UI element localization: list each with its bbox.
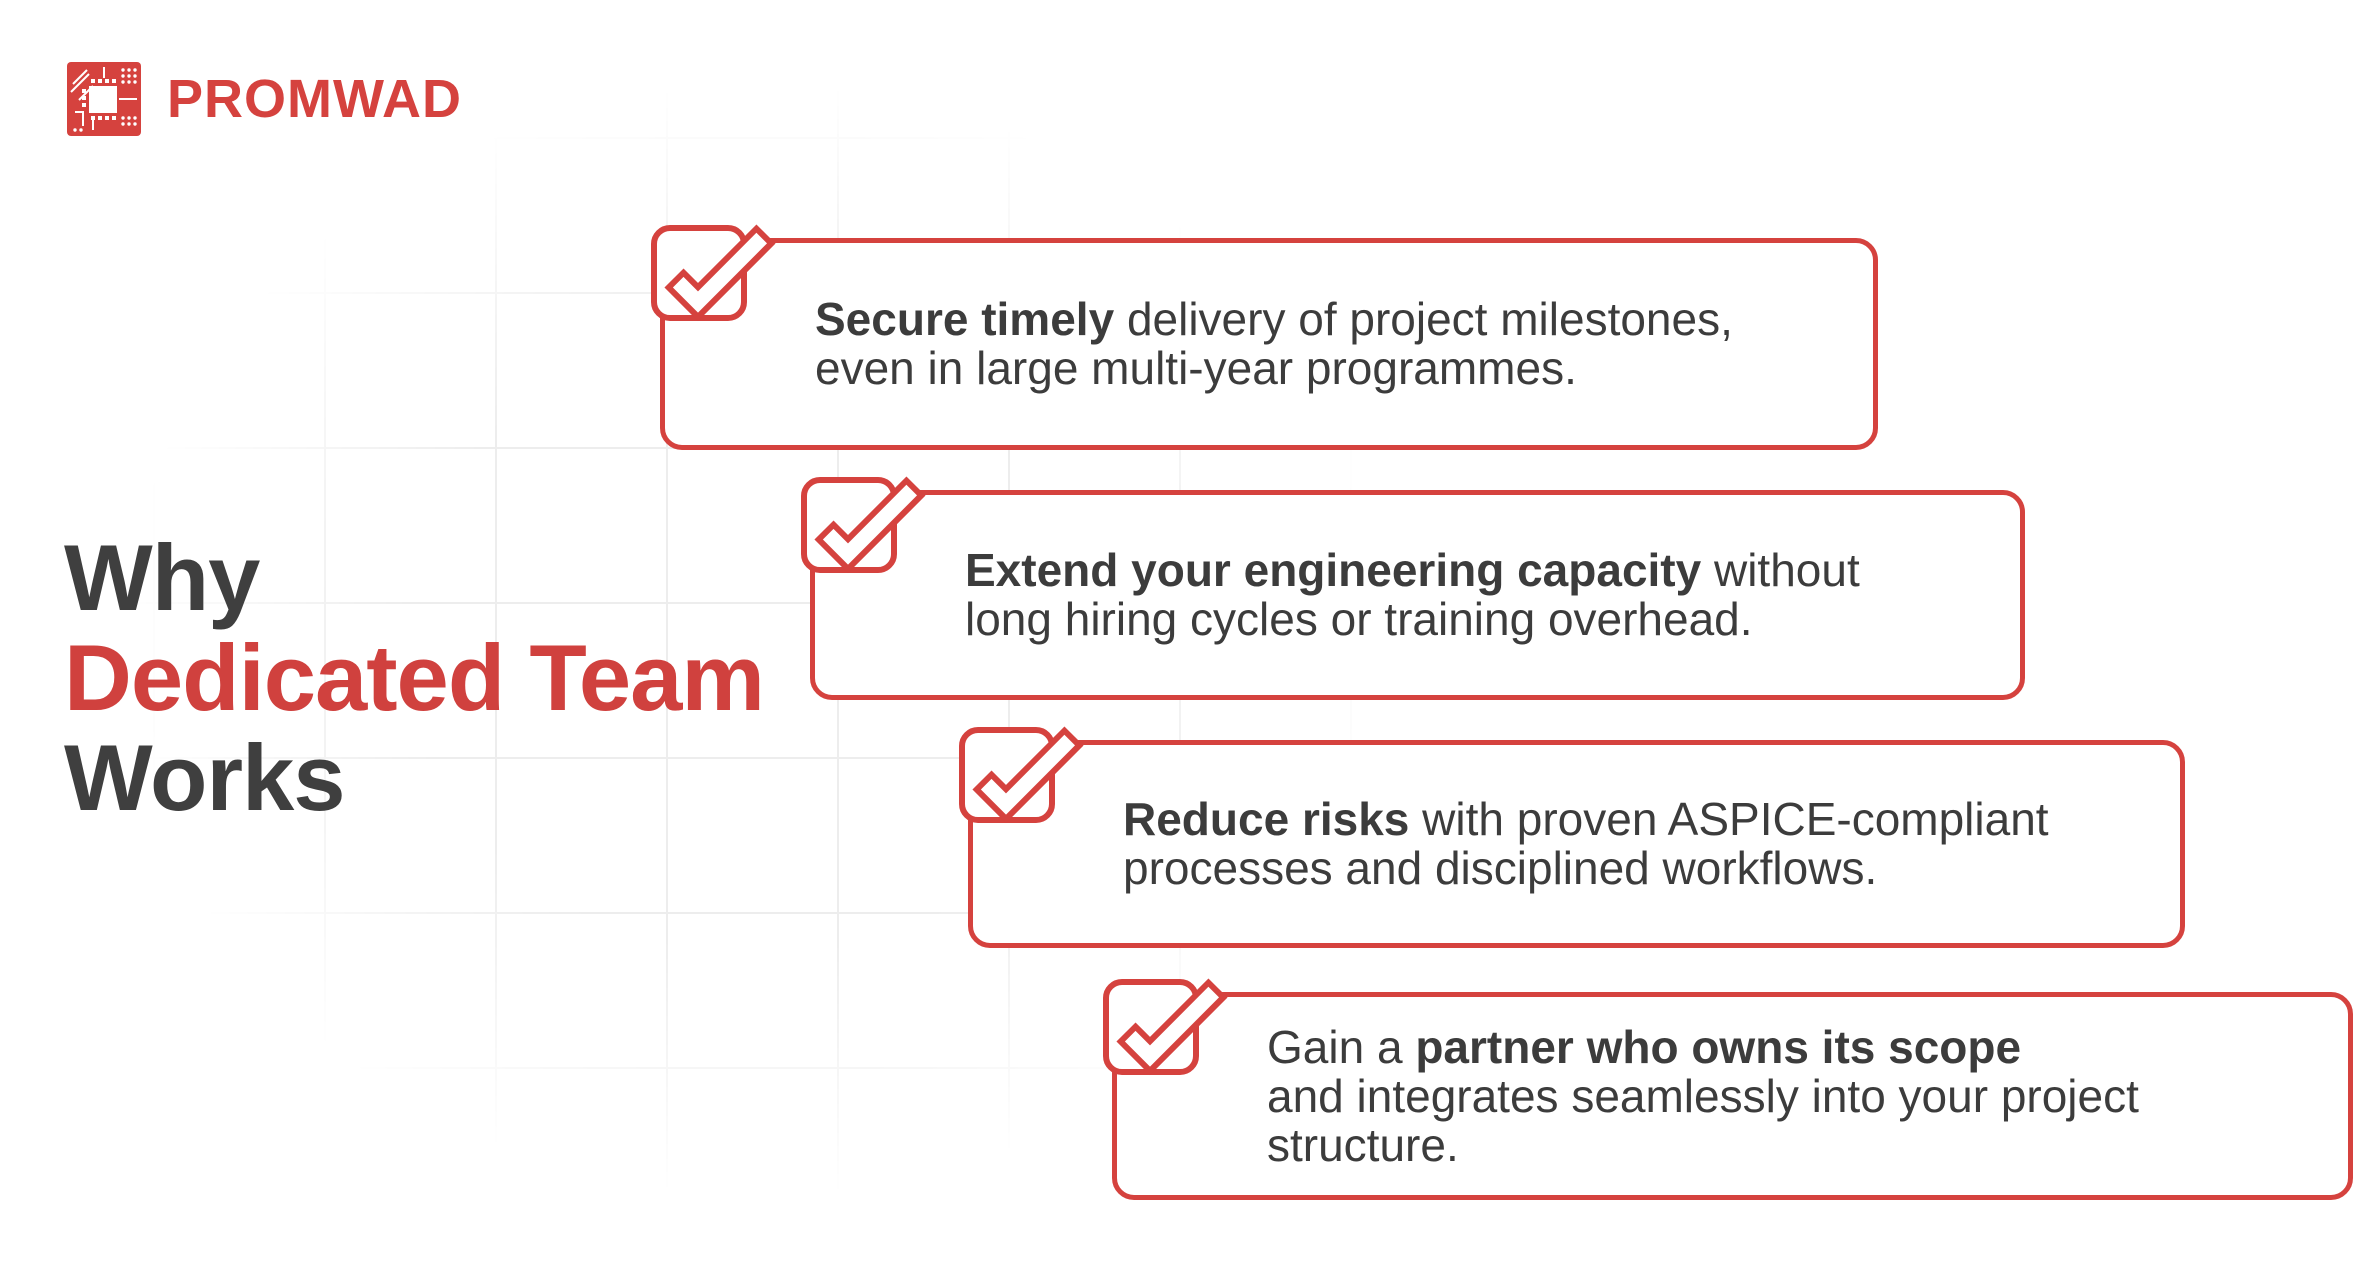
card-text-line: and integrates seamlessly into your proj…: [1267, 1069, 2308, 1122]
card-text: Extend your engineering capacity without…: [965, 546, 1980, 644]
page-title: Why Dedicated Team Works: [64, 525, 765, 830]
card-text-segment: Gain a: [1267, 1020, 1416, 1073]
circuit-board-icon: [67, 62, 141, 136]
card-text-bold-segment: Reduce risks: [1123, 793, 1410, 845]
card-text-segment: and integrates seamlessly into your proj…: [1267, 1069, 2139, 1122]
card-text-line: long hiring cycles or training overhead.: [965, 595, 1980, 644]
brand-name: PROMWAD: [167, 69, 462, 129]
card-text: Reduce risks with proven ASPICE-complian…: [1123, 795, 2140, 893]
benefit-card-secure-delivery: Secure timely delivery of project milest…: [651, 224, 1878, 450]
card-text-segment: long hiring cycles or training overhead.: [965, 593, 1753, 645]
benefit-card-reduce-risks: Reduce risks with proven ASPICE-complian…: [959, 726, 2185, 948]
checkbox-check-icon: [801, 476, 926, 574]
card-text-segment: without: [1701, 544, 1860, 596]
checkbox-check-icon: [651, 224, 776, 322]
card-text-segment: processes and disciplined workflows.: [1123, 842, 1878, 894]
card-text-segment: structure.: [1267, 1118, 1459, 1171]
title-line-works: Works: [64, 725, 346, 830]
card-text-segment: delivery of project milestones,: [1114, 293, 1733, 345]
card-text-line: even in large multi-year programmes.: [815, 344, 1833, 393]
card-text-bold-segment: partner who owns its scope: [1415, 1020, 2022, 1073]
card-text-line: processes and disciplined workflows.: [1123, 844, 2140, 893]
card-text-line: Gain a partner who owns its scope: [1267, 1020, 2308, 1073]
card-text-bold-segment: Secure timely: [815, 293, 1115, 345]
brand-logo: PROMWAD: [67, 62, 462, 136]
card-text-segment: even in large multi-year programmes.: [815, 342, 1577, 394]
card-text: Secure timely delivery of project milest…: [815, 295, 1833, 393]
card-text-line: structure.: [1267, 1118, 2308, 1171]
checkbox-check-icon: [959, 726, 1084, 824]
card-text-line: Reduce risks with proven ASPICE-complian…: [1123, 795, 2140, 844]
checkbox-check-icon: [1103, 978, 1228, 1076]
card-text-segment: with proven ASPICE-compliant: [1409, 793, 2049, 845]
card-text-bold-segment: Extend your engineering capacity: [965, 544, 1702, 596]
title-line-why: Why: [64, 525, 260, 630]
card-text-line: Extend your engineering capacity without: [965, 546, 1980, 595]
title-line-dedicated-team: Dedicated Team: [64, 625, 765, 730]
card-text-line: Secure timely delivery of project milest…: [815, 295, 1833, 344]
benefit-card-extend-capacity: Extend your engineering capacity without…: [801, 476, 2025, 700]
